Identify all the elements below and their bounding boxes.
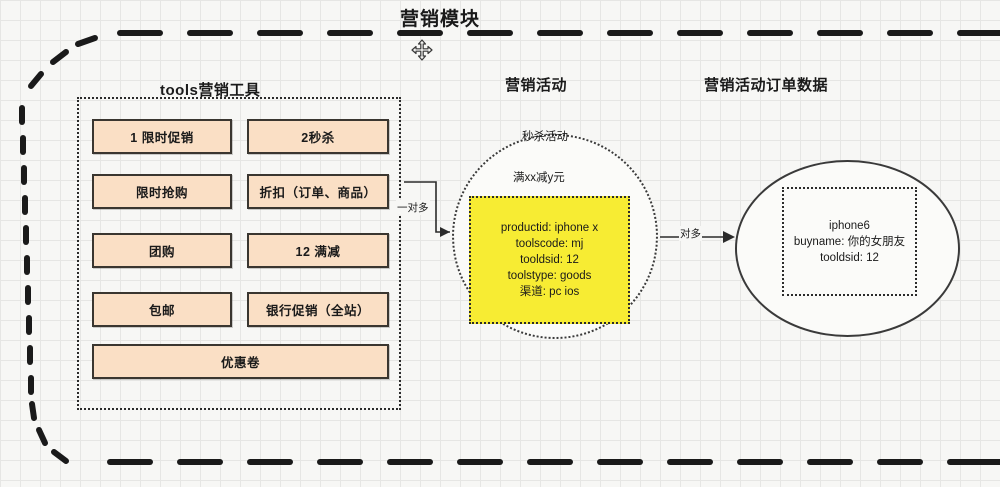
order-detail-text: iphone6 buyname: 你的女朋友 tooldsid: 12 <box>794 218 905 266</box>
tool-box[interactable]: 优惠卷 <box>92 344 389 379</box>
campaign-detail-line: toolstype: goods <box>507 270 592 282</box>
tool-box[interactable]: 12 满减 <box>247 233 389 268</box>
tools-container: 1 限时促销 2秒杀 限时抢购 折扣（订单、商品） 团购 12 满减 包邮 银行… <box>77 97 401 410</box>
diagram-title: 营销模块 <box>400 9 481 30</box>
campaign-ellipse-label-inner: 满xx减y元 <box>513 172 565 184</box>
campaign-detail-line: 渠道: pc ios <box>519 286 580 298</box>
move-cursor-icon <box>411 39 433 61</box>
campaign-section-header: 营销活动 <box>505 77 568 94</box>
order-detail-line: buyname: 你的女朋友 <box>793 235 906 248</box>
tool-box[interactable]: 银行促销（全站） <box>247 292 389 327</box>
tool-box[interactable]: 包邮 <box>92 292 232 327</box>
campaign-detail-text: productid: iphone x toolscode: mj toolds… <box>501 220 598 300</box>
campaign-ellipse-label-top: 秒杀活动 <box>522 131 568 143</box>
campaign-detail-line: productid: iphone x <box>500 222 599 234</box>
tool-box[interactable]: 折扣（订单、商品） <box>247 174 389 209</box>
tools-section-header: tools营销工具 <box>160 82 261 99</box>
relation-label: 对多 <box>679 226 702 241</box>
campaign-detail-box[interactable]: productid: iphone x toolscode: mj toolds… <box>469 196 630 324</box>
order-section-header: 营销活动订单数据 <box>704 77 829 94</box>
order-detail-box[interactable]: iphone6 buyname: 你的女朋友 tooldsid: 12 <box>782 187 917 296</box>
tool-box[interactable]: 限时抢购 <box>92 174 232 209</box>
order-detail-line: iphone6 <box>829 219 870 232</box>
campaign-detail-line: toolscode: mj <box>515 238 584 250</box>
relation-label: 一对多 <box>396 200 430 215</box>
tool-box[interactable]: 团购 <box>92 233 232 268</box>
order-detail-line: tooldsid: 12 <box>820 251 879 264</box>
order-ellipse[interactable] <box>735 160 960 337</box>
campaign-detail-line: tooldsid: 12 <box>520 254 579 266</box>
tool-box[interactable]: 2秒杀 <box>247 119 389 154</box>
tool-box[interactable]: 1 限时促销 <box>92 119 232 154</box>
